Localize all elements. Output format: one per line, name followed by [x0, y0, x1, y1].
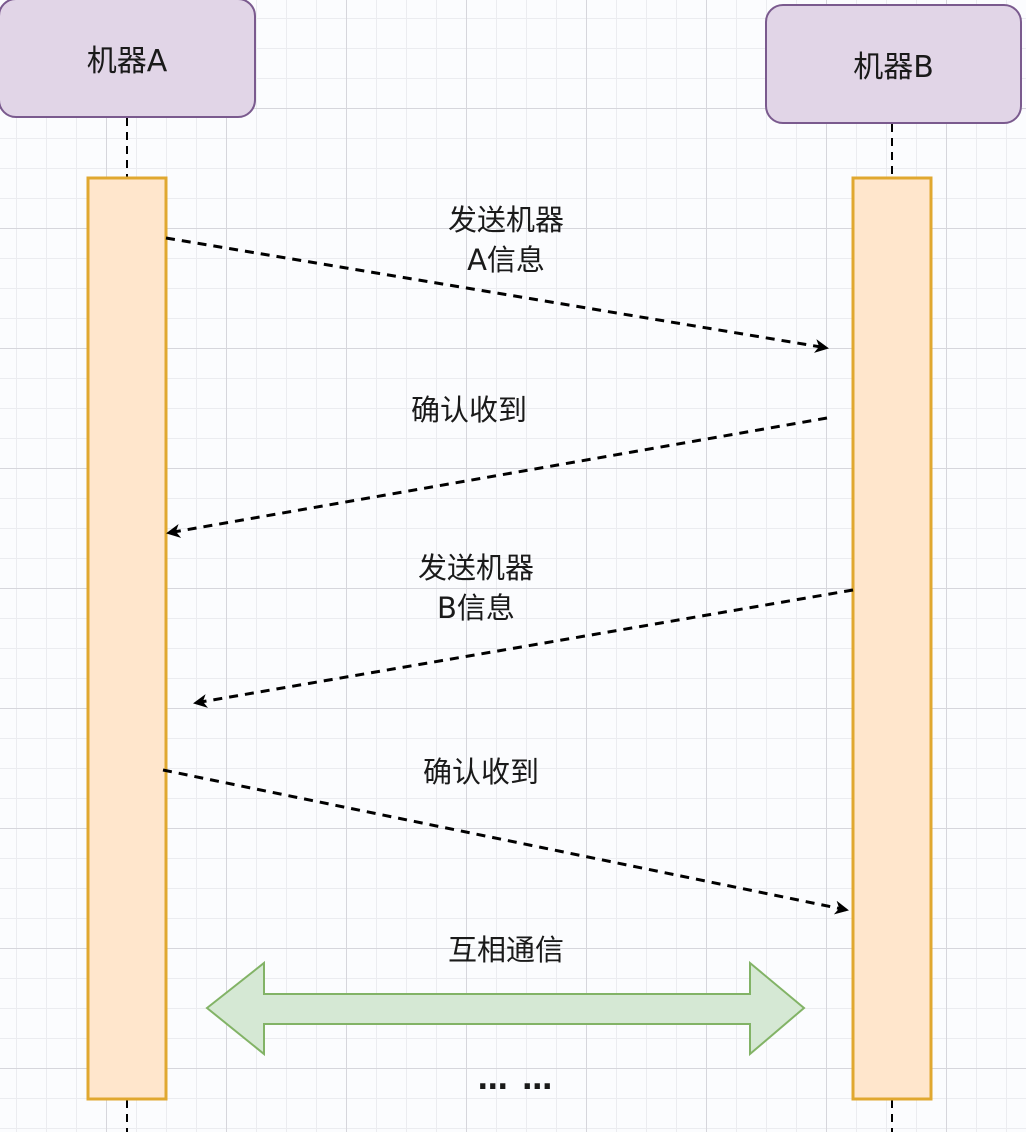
bidirectional-label: 互相通信: [447, 933, 565, 967]
participant-machine-a[interactable]: 机器A: [0, 0, 256, 118]
participant-label: 机器A: [86, 44, 168, 79]
message-label-4: 确认收到: [422, 755, 540, 789]
activation-bar-a: [86, 176, 168, 1101]
participant-machine-b[interactable]: 机器B: [765, 4, 1022, 124]
message-arrow-4: [162, 768, 849, 915]
message-label-2: 确认收到: [410, 393, 528, 427]
message-label-1: 发送机器 A信息: [447, 203, 565, 277]
participant-label: 机器B: [853, 50, 934, 85]
continuation-ellipsis: … …: [477, 1062, 555, 1097]
message-label-3: 发送机器 B信息: [417, 551, 535, 625]
message-arrow-2: [166, 416, 828, 538]
bidirectional-arrow: [205, 960, 806, 1057]
activation-bar-b: [851, 176, 933, 1101]
